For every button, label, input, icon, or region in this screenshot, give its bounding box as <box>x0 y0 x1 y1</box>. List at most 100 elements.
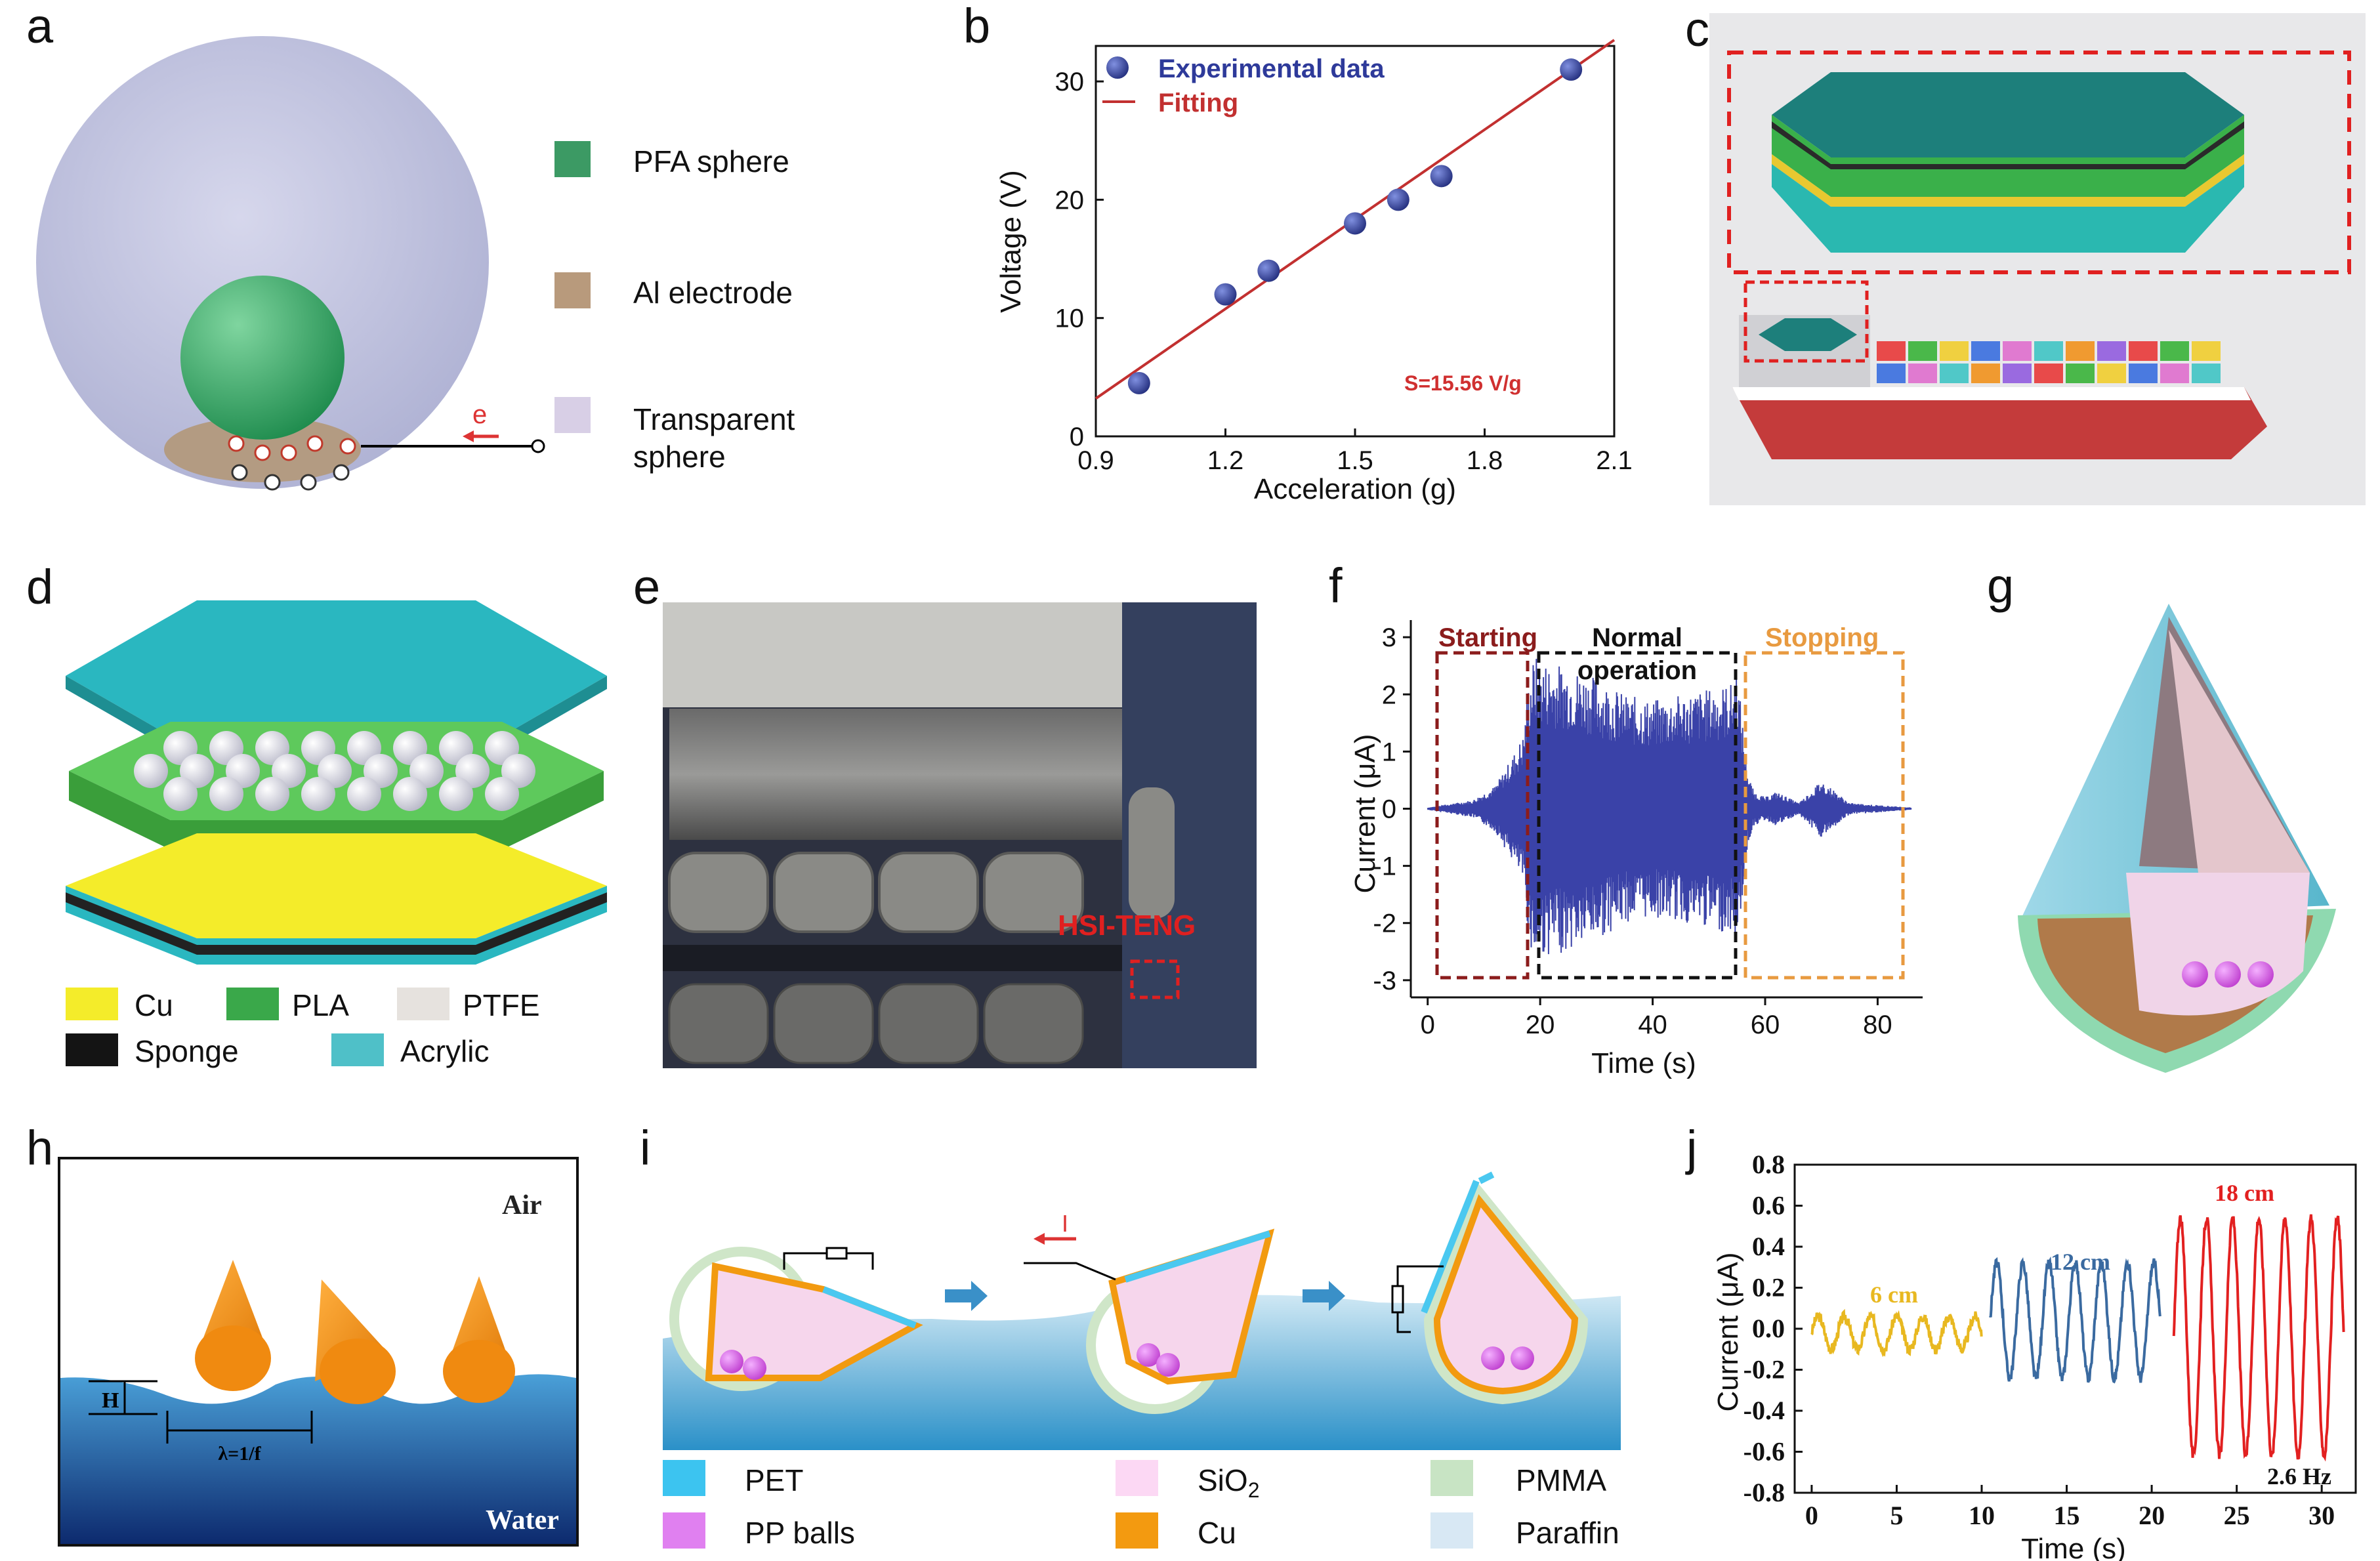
y-tick-label: 20 <box>1055 186 1085 215</box>
panel-label-d: d <box>26 560 53 614</box>
x-tick-label: 1.8 <box>1467 446 1503 475</box>
plot-frame-j <box>1793 1163 2357 1494</box>
container <box>1971 341 2000 361</box>
ptfe-ball <box>255 777 289 811</box>
data-point <box>1344 212 1366 235</box>
ptfe-ball <box>439 777 473 811</box>
y-tick-label: -1 <box>1373 852 1396 881</box>
y-tick-label: 0.8 <box>1752 1150 1785 1179</box>
container <box>2129 341 2158 361</box>
legend-marker-points <box>1106 56 1129 79</box>
container <box>1877 364 1906 383</box>
ship-hull <box>1732 387 2267 459</box>
legend-pet: PET <box>745 1463 803 1497</box>
x-tick-label: 5 <box>1890 1501 1903 1530</box>
x-tick-label: 15 <box>2054 1501 2080 1530</box>
current-signal <box>1427 659 1912 955</box>
y-tick-label: 0.4 <box>1752 1232 1785 1261</box>
cylinder-covers <box>668 852 1084 933</box>
container <box>2129 364 2158 383</box>
pp-ball-1 <box>2182 961 2208 988</box>
data-point <box>1127 371 1150 394</box>
arrow-1 <box>945 1281 988 1311</box>
transparent-sphere <box>36 36 489 489</box>
panel-label-e: e <box>633 560 660 614</box>
container <box>2160 364 2189 383</box>
legend-swatch-ptfe <box>397 988 449 1020</box>
water-label: Water <box>486 1505 559 1535</box>
negative-charges <box>228 435 356 461</box>
ship-zoom-box <box>1743 280 1869 363</box>
panel-h: h Air Water H λ=1/f <box>26 1121 579 1547</box>
device-green-layer <box>1772 115 2244 197</box>
f-ylabel: Current (μA) <box>1349 734 1381 894</box>
legend-transparent: Transparent <box>633 402 795 436</box>
pp-ball-2 <box>2215 961 2241 988</box>
legend-swatch-pp <box>663 1512 705 1549</box>
h-label: H <box>102 1388 119 1413</box>
container <box>2097 364 2126 383</box>
container <box>1940 364 1969 383</box>
x-tick-label: 0 <box>1805 1501 1818 1530</box>
starting-region <box>1435 651 1530 980</box>
pp-ball-3 <box>2247 961 2274 988</box>
amplitude-signals <box>1810 1214 2345 1462</box>
data-point <box>1214 283 1237 306</box>
panel-g: g <box>1987 558 2336 1073</box>
cu-electrode <box>66 833 607 938</box>
pla-frame-edge <box>69 771 604 850</box>
ptfe-ball <box>209 777 243 811</box>
ship-device <box>1759 318 1857 351</box>
legend-cu: Cu <box>135 988 173 1022</box>
hsi-teng-label: HSI-TENG <box>1058 909 1196 942</box>
legend-al: Al electrode <box>633 276 793 310</box>
legend-swatch-sponge <box>66 1033 118 1066</box>
x-tick-label: 20 <box>1526 1010 1555 1039</box>
panel-c: c <box>1685 2 2366 505</box>
containers <box>1877 341 2221 383</box>
x-tick-label: 10 <box>1969 1501 1995 1530</box>
legend-pp-balls: PP balls <box>745 1516 855 1550</box>
trace-18cm <box>2172 1214 2345 1462</box>
current-label: I <box>1062 1210 1068 1237</box>
container <box>2066 364 2095 383</box>
y-tick-label: -0.6 <box>1743 1437 1785 1467</box>
trace-12cm <box>1989 1256 2161 1384</box>
zoom-box <box>1727 51 2351 274</box>
y-tick-label: 0.6 <box>1752 1191 1785 1220</box>
panel-a: a e PFA sphere Al electrode Transparent … <box>26 0 795 491</box>
panel-label-h: h <box>26 1121 53 1175</box>
label-operation: operation <box>1577 656 1697 685</box>
water-body <box>60 1374 576 1544</box>
y-tick-label: -0.2 <box>1743 1355 1785 1384</box>
legend-swatch-al <box>554 272 591 308</box>
f-xlabel: Time (s) <box>1591 1047 1696 1079</box>
label-6cm: 6 cm <box>1870 1281 1918 1308</box>
y-tick-label: 0 <box>1070 423 1084 451</box>
j-xlabel: Time (s) <box>2021 1533 2126 1561</box>
engine-rail <box>663 945 1122 971</box>
y-tick-label: 1 <box>1382 738 1396 766</box>
x-tick-label: 0 <box>1421 1010 1435 1039</box>
y-tick-label: 0 <box>1382 795 1396 824</box>
normal-region <box>1537 651 1738 980</box>
stopping-region <box>1743 651 1905 980</box>
label-frequency: 2.6 Hz <box>2267 1463 2331 1489</box>
panel-label-b: b <box>963 0 990 53</box>
legend-sphere: sphere <box>633 440 726 474</box>
legend-pla: PLA <box>292 988 349 1022</box>
engine-top-covers <box>663 602 1122 707</box>
panel-d: d Cu PLA PTFE Sponge Acrylic <box>26 560 607 1068</box>
x-tick-label: 1.5 <box>1337 446 1373 475</box>
ptfe-ball <box>301 777 335 811</box>
label-starting: Starting <box>1438 623 1537 652</box>
data-points <box>1127 58 1583 394</box>
data-point <box>1387 188 1409 211</box>
x-tick-label: 2.1 <box>1596 446 1633 475</box>
legend-swatch-cu-i <box>1116 1512 1158 1549</box>
legend-sio2: SiO2 <box>1198 1463 1259 1502</box>
y-tick-label: 0.2 <box>1752 1273 1785 1302</box>
